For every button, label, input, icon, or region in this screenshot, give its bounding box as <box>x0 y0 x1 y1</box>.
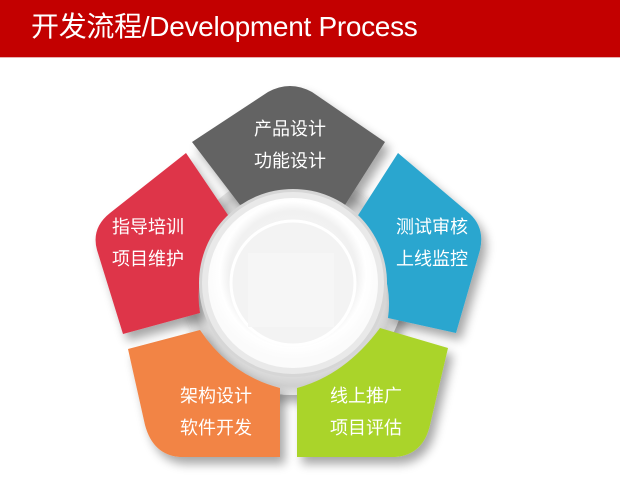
label-training-line2: 项目维护 <box>112 249 184 270</box>
segment-promotion[interactable] <box>297 328 448 457</box>
label-product-line1: 产品设计 <box>254 119 326 140</box>
label-product: 产品设计 功能设计 <box>230 114 350 178</box>
label-promotion-line2: 项目评估 <box>330 418 402 439</box>
page-title: 开发流程/Development Process <box>31 11 418 42</box>
segment-product[interactable] <box>192 86 385 205</box>
label-training-line1: 指导培训 <box>112 217 184 238</box>
label-promotion: 线上推广 项目评估 <box>306 381 426 445</box>
label-product-line2: 功能设计 <box>254 151 326 172</box>
header-bar: 开发流程/Development Process <box>0 0 620 58</box>
label-promotion-line1: 线上推广 <box>330 386 402 407</box>
label-architecture-line2: 软件开发 <box>180 418 252 439</box>
label-architecture-line1: 架构设计 <box>180 386 252 407</box>
center-placeholder <box>248 253 334 327</box>
segment-testing[interactable] <box>355 153 482 333</box>
segment-training[interactable] <box>95 153 230 334</box>
label-testing-line1: 测试审核 <box>396 217 468 238</box>
label-architecture: 架构设计 软件开发 <box>156 381 276 445</box>
label-training: 指导培训 项目维护 <box>88 212 208 276</box>
segment-architecture[interactable] <box>128 330 280 457</box>
label-testing: 测试审核 上线监控 <box>372 212 492 276</box>
label-testing-line2: 上线监控 <box>396 249 468 270</box>
